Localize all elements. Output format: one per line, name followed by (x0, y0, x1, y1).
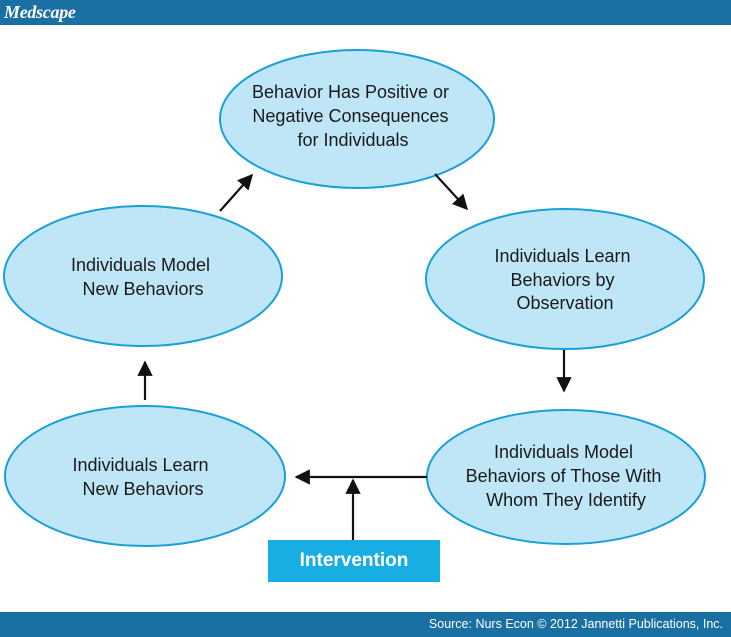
node-consequences-line-2: Negative Consequences (252, 106, 448, 126)
intervention-box: Intervention (268, 540, 440, 582)
source-citation: Source: Nurs Econ © 2012 Jannetti Public… (428, 617, 723, 631)
node-model-identify-line-3: Whom They Identify (486, 490, 646, 510)
node-model-new-line-1: Individuals Model (71, 255, 210, 275)
node-learn-by-observation-line-3: Observation (516, 293, 613, 313)
intervention-label: Intervention (299, 550, 409, 571)
node-learn-new-line-2: New Behaviors (82, 479, 203, 499)
node-model-identify: Individuals Model Behaviors of Those Wit… (426, 409, 706, 545)
node-model-identify-line-1: Individuals Model (494, 442, 633, 462)
arrow-model-new-to-consequences (219, 173, 254, 212)
medscape-logo: Medscape (4, 2, 76, 22)
node-model-identify-text: Individuals Model Behaviors of Those Wit… (466, 442, 667, 510)
node-consequences-line-1: Behavior Has Positive or (252, 82, 449, 102)
node-learn-new: Individuals Learn New Behaviors (4, 405, 286, 547)
node-consequences: Behavior Has Positive or Negative Conseq… (219, 49, 495, 189)
node-model-identify-line-2: Behaviors of Those With (466, 466, 662, 486)
node-learn-by-observation-text: Individuals Learn Behaviors by Observati… (494, 246, 635, 313)
node-consequences-line-3: for Individuals (297, 130, 408, 150)
arrow-consequences-to-observation (434, 173, 469, 211)
node-learn-new-line-1: Individuals Learn (72, 455, 208, 475)
node-learn-by-observation-line-1: Individuals Learn (494, 246, 630, 266)
node-model-new: Individuals Model New Behaviors (3, 205, 283, 347)
header-bar: Medscape (0, 0, 731, 25)
node-consequences-text: Behavior Has Positive or Negative Conseq… (252, 82, 454, 150)
node-learn-by-observation: Individuals Learn Behaviors by Observati… (425, 208, 705, 350)
node-learn-by-observation-line-2: Behaviors by (510, 270, 614, 290)
node-learn-new-text: Individuals Learn New Behaviors (72, 455, 213, 499)
node-model-new-text: Individuals Model New Behaviors (71, 255, 215, 299)
node-model-new-line-2: New Behaviors (82, 279, 203, 299)
footer-bar: Source: Nurs Econ © 2012 Jannetti Public… (0, 612, 731, 637)
